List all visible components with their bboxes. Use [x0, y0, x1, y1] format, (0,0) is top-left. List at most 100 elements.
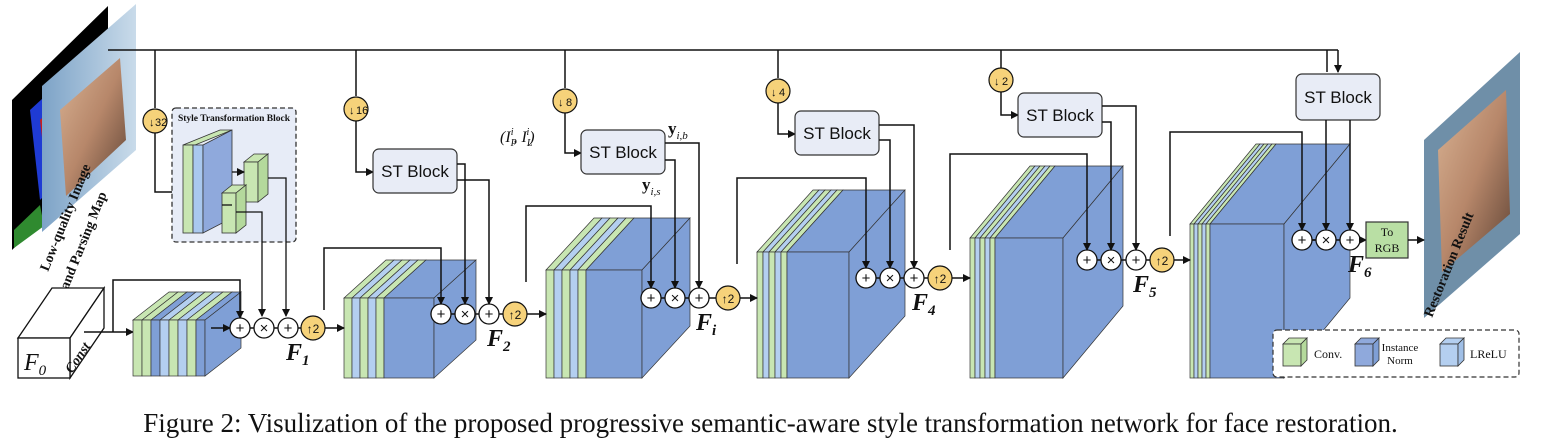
downsample-x32-label: 32 [155, 117, 167, 129]
svg-text:×: × [1322, 232, 1331, 249]
feature-block-3-layer-6 [585, 269, 643, 379]
feature-block-3 [545, 217, 691, 379]
stage-1-skip [112, 279, 244, 332]
stage-4-plus-b: + [903, 267, 925, 289]
stage-4-upsample: ↑2 [927, 265, 953, 291]
svg-text:+: + [647, 290, 656, 307]
feature-block-2-layer-3 [359, 297, 369, 379]
figure-caption: Figure 2: Visulization of the proposed p… [143, 408, 1398, 438]
st-block-2: ST Block [580, 129, 666, 175]
feature-block-4-layer-5 [780, 251, 788, 379]
stage-3-plus-a: + [640, 287, 662, 309]
feature-block-4-layer-6 [786, 251, 850, 379]
svg-text:↓: ↓ [771, 87, 777, 99]
stage-2-plus-b: + [478, 303, 500, 325]
feature-block-6-side [1283, 143, 1351, 379]
svg-text:+: + [695, 290, 704, 307]
svg-text:↓: ↓ [994, 76, 1000, 88]
feature-block-1 [131, 291, 243, 377]
feature-block-2-layer-6 [383, 297, 435, 379]
st-block-5-label: ST Block [1304, 88, 1372, 107]
svg-text:+: + [1083, 252, 1092, 269]
feature-block-3-layer-2 [553, 269, 563, 379]
input-image-stack [12, 4, 136, 250]
feature-block-1-layer-3 [150, 319, 161, 377]
feature-block-1-layer-1 [132, 319, 143, 377]
stage-3-plus-b: + [688, 287, 710, 309]
svg-text:+: + [910, 270, 919, 287]
svg-text:+: + [236, 320, 245, 337]
style-block-title: Style Transformation Block [178, 114, 291, 124]
svg-text:+: + [284, 320, 293, 337]
output-image [1424, 52, 1520, 318]
svg-text:↑2: ↑2 [722, 292, 735, 306]
f0-label: F0 [23, 350, 47, 379]
feature-block-3-layer-4 [569, 269, 579, 379]
legend: Conv. Instance Norm LReLU [1272, 329, 1520, 378]
feature-block-2-layer-2 [351, 297, 361, 379]
y-is-label: yi,s [642, 175, 661, 198]
const-input: F0 Const [16, 285, 106, 381]
st-block-3: ST Block [794, 110, 880, 156]
stage-1-upsample: ↑2 [300, 315, 326, 341]
feature-block-5-layer-6 [994, 237, 1064, 379]
y-ib-label: yi,b [668, 119, 688, 142]
stage-3-times: × [664, 287, 686, 309]
stage-5-times: × [1100, 249, 1122, 271]
feature-block-5-layer-4 [984, 237, 991, 379]
feature-block-2-layer-1 [343, 297, 353, 379]
stage-3-skip [525, 205, 655, 289]
st-block-1-label: ST Block [381, 162, 449, 181]
feature-label-2: F2 [486, 326, 511, 355]
svg-text:+: + [1346, 232, 1355, 249]
to-rgb-block: To RGB [1365, 221, 1409, 259]
feature-block-4-side [848, 189, 906, 379]
svg-text:↓: ↓ [149, 117, 155, 129]
feature-block-6-layer-5 [1205, 223, 1211, 379]
legend-norm-label-2: Norm [1387, 355, 1413, 367]
feature-block-4-layer-1 [756, 251, 764, 379]
feature-block-2-layer-5 [375, 297, 385, 379]
feature-block-5-layer-5 [989, 237, 996, 379]
legend-conv-label: Conv. [1314, 347, 1342, 361]
downsample-x2-label: 2 [1002, 76, 1008, 88]
svg-text:×: × [886, 270, 895, 287]
feature-block-2-layer-4 [367, 297, 377, 379]
feature-block-6-layer-3 [1197, 223, 1203, 379]
svg-text:×: × [461, 306, 470, 323]
feature-block-3-layer-1 [545, 269, 555, 379]
feature-block-4 [756, 189, 906, 379]
feature-block-4-layer-4 [774, 251, 782, 379]
svg-text:↑2: ↑2 [509, 308, 522, 322]
feature-label-5: F5 [1132, 272, 1157, 301]
to-rgb-label-2: RGB [1375, 241, 1400, 255]
stage-2-plus-a: + [430, 303, 452, 325]
svg-text:↓: ↓ [558, 97, 564, 109]
feature-block-1-layer-4 [159, 319, 170, 377]
feature-block-1-layer-7 [186, 319, 197, 377]
style-transformation-block: Style Transformation Block [171, 107, 297, 317]
stage-6-plus-a: + [1291, 229, 1313, 251]
feature-block-1-layer-6 [177, 319, 188, 377]
stage-6-plus-b: + [1339, 229, 1361, 251]
st-inputs-label: (IPi, ILi) [500, 127, 535, 149]
downsample-x16-label: 16 [356, 105, 368, 117]
svg-text:+: + [1132, 252, 1141, 269]
feature-block-1-layer-2 [141, 319, 152, 377]
downsample-x4: ↓ 4 [765, 78, 791, 104]
feature-label-3: Fi [695, 310, 717, 339]
feature-block-1-side [204, 291, 242, 377]
legend-lrelu-label: LReLU [1470, 347, 1507, 361]
feature-block-5-side [1062, 165, 1124, 379]
stage-3-upsample: ↑2 [715, 285, 741, 311]
feature-block-4-layer-3 [768, 251, 776, 379]
feature-block-4-layer-2 [762, 251, 770, 379]
feature-label-6: F6 [1347, 252, 1372, 281]
downsample-x4-label: 4 [779, 87, 785, 99]
stage-4-skip [736, 177, 870, 269]
svg-text:+: + [437, 306, 446, 323]
feature-block-5 [969, 165, 1124, 379]
stage-6-times: × [1315, 229, 1337, 251]
svg-text:+: + [1298, 232, 1307, 249]
